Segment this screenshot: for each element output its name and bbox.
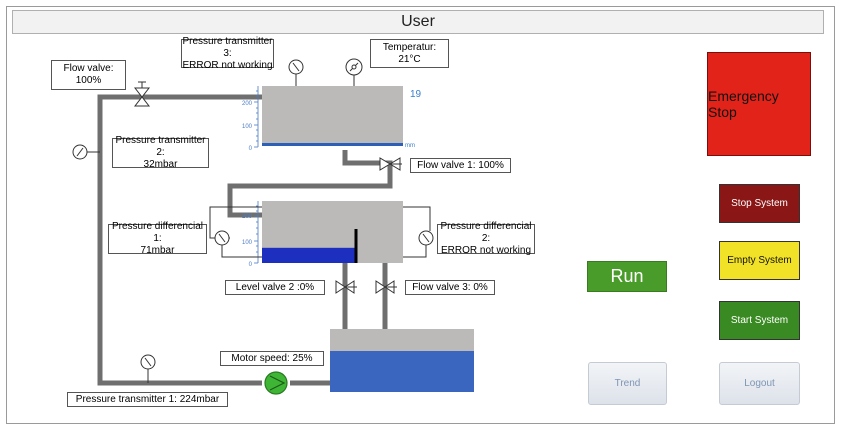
tank-2-scale bbox=[254, 201, 259, 264]
flow-valve-3-icon bbox=[375, 280, 397, 294]
tank-1-scale-100: 100 bbox=[242, 124, 253, 130]
start-system-button[interactable]: Start System bbox=[719, 301, 800, 340]
tank-1-scale bbox=[254, 86, 259, 148]
page-title: User bbox=[12, 10, 824, 34]
stop-system-button[interactable]: Stop System bbox=[719, 184, 800, 223]
tank-2 bbox=[262, 201, 403, 263]
emergency-stop-button[interactable]: Emergency Stop bbox=[707, 52, 811, 156]
temperature-label: Temperatur: 21°C bbox=[370, 39, 449, 68]
flow-valve-icon bbox=[133, 81, 151, 107]
pressure-transmitter-2-label: Pressure transmitter 2: 32mbar bbox=[112, 135, 209, 170]
level-valve-2-icon bbox=[335, 280, 357, 294]
pressure-differential-1-icon bbox=[209, 206, 262, 258]
pressure-gauge-3-icon bbox=[288, 59, 304, 86]
pressure-differential-1-label: Pressure differencial 1: 71mbar bbox=[108, 221, 207, 256]
tank-2-scale-0: 0 bbox=[249, 262, 253, 268]
logout-button[interactable]: Logout bbox=[719, 362, 800, 405]
pressure-transmitter-1-label: Pressure transmitter 1: 224mbar bbox=[67, 392, 228, 407]
run-status-indicator: Run bbox=[587, 261, 667, 292]
tank-1-unit: mm bbox=[405, 143, 415, 149]
tank-1-scale-0: 0 bbox=[249, 146, 253, 152]
motor-speed-label: Motor speed: 25% bbox=[220, 351, 324, 366]
pressure-gauge-2-icon bbox=[72, 144, 100, 160]
thermometer-gauge-icon bbox=[345, 58, 363, 86]
level-valve-2-label: Level valve 2 :0% bbox=[225, 280, 325, 295]
pressure-transmitter-3-label: Pressure transmitter 3: ERROR not workin… bbox=[181, 35, 274, 71]
tank-2-scale-100: 100 bbox=[242, 240, 253, 246]
tank-1-level bbox=[262, 143, 403, 146]
flow-valve-1-label: Flow valve 1: 100% bbox=[410, 158, 511, 173]
flow-valve-3-label: Flow valve 3: 0% bbox=[405, 280, 495, 295]
pressure-gauge-1-icon bbox=[140, 354, 156, 383]
flow-valve-label: Flow valve: 100% bbox=[51, 60, 126, 90]
pressure-differential-2-icon bbox=[403, 206, 434, 258]
pump-icon bbox=[264, 371, 288, 395]
flow-valve-1-icon bbox=[379, 157, 402, 171]
tank-1-level-value: 19 bbox=[410, 89, 422, 100]
tank-1-scale-200: 200 bbox=[242, 101, 253, 107]
empty-system-button[interactable]: Empty System bbox=[719, 241, 800, 280]
tank-1 bbox=[262, 86, 403, 146]
pipes bbox=[97, 94, 393, 386]
pressure-differential-2-label: Pressure differencial 2: ERROR not worki… bbox=[437, 221, 535, 256]
trend-button[interactable]: Trend bbox=[588, 362, 667, 405]
bottom-tank bbox=[330, 329, 474, 392]
tank-2-scale-200: 200 bbox=[242, 214, 253, 220]
tank-2-level bbox=[262, 247, 357, 263]
